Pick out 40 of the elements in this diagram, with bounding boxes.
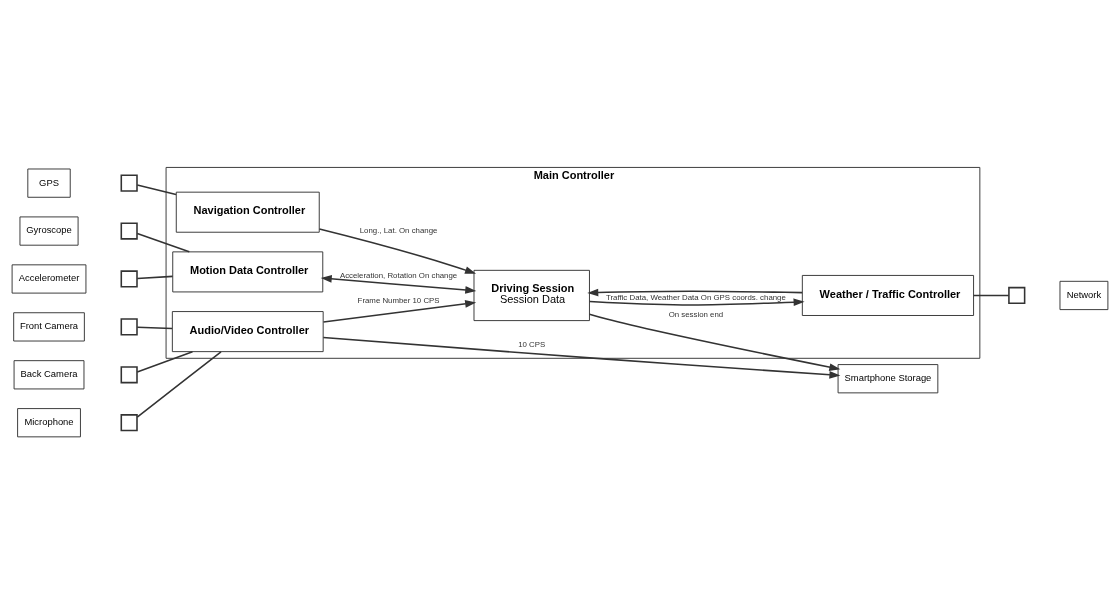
node-box [120,174,138,192]
arrow [588,298,805,307]
node-box: Gyroscope [19,216,79,246]
node-box [1008,286,1026,305]
edge-label: Frame Number 10 CPS [357,296,440,306]
node-box: GPS [27,168,71,198]
arrow [322,336,841,379]
arrow [322,300,477,323]
edge-label: Long., Lat. On change [359,226,438,236]
node-box: Weather / Traffic Controller [801,274,975,316]
node-box: Audio/Video Controller [171,311,324,353]
edge-label: 10 CPS [518,340,546,350]
connector [136,232,191,253]
connector [136,184,177,196]
node-box: Back Camera [13,360,85,390]
node-box [120,414,138,432]
node-box: Navigation Controller [175,191,320,233]
node-box: Accelerometer [11,264,87,294]
edge-label: Acceleration, Rotation On change [339,271,458,281]
node-box: Driving Session Session Data [473,269,590,322]
connector [972,294,1010,297]
connector [136,326,173,330]
connector [136,275,174,280]
connector [136,351,222,418]
node-box [120,222,138,240]
node-box [120,318,138,336]
node-box: Smartphone Storage [837,364,939,394]
node-box [120,366,138,384]
arrow [587,288,803,297]
node-box: Motion Data Controller [172,251,324,293]
node-box [120,270,138,288]
node-box: Network [1059,280,1109,311]
node-box: Front Camera [13,312,85,342]
node-box: Microphone [17,408,81,438]
arrow [318,228,477,274]
arrow [320,275,477,294]
connector [136,350,194,373]
arrow [588,313,841,371]
edge-label: On session end [668,309,724,319]
edge-label: Traffic Data, Weather Data On GPS coords. change [605,293,786,303]
